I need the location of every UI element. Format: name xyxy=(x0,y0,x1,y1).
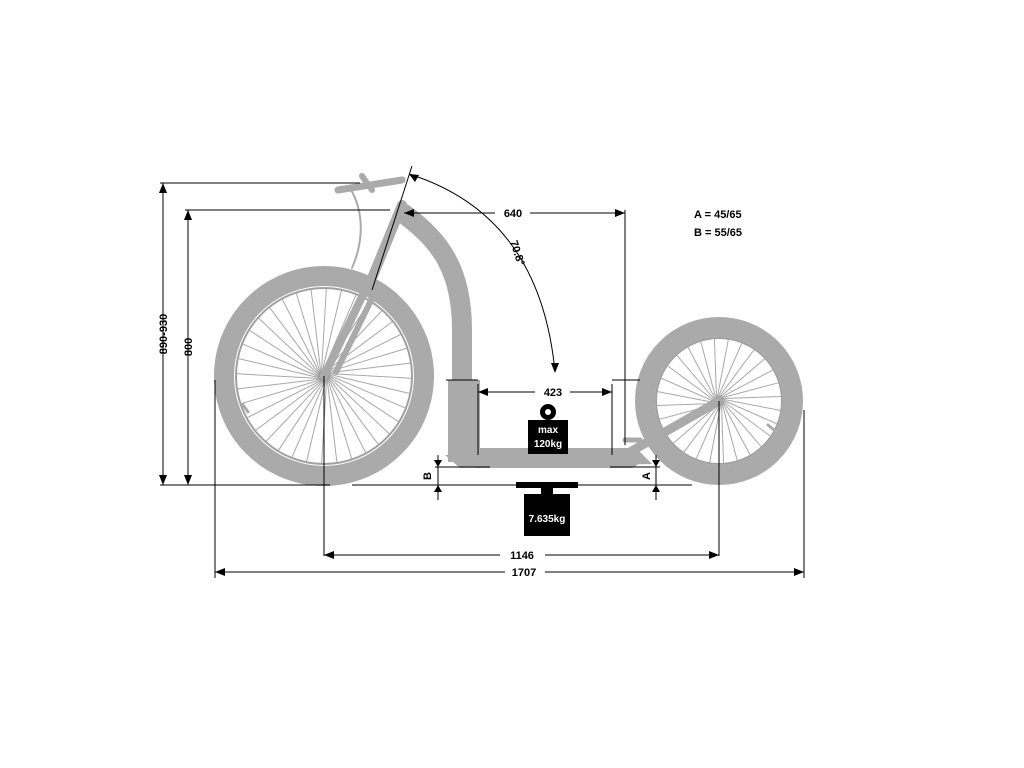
max-load-label-line2: 120kg xyxy=(534,439,562,450)
spoke xyxy=(295,293,321,373)
clearance-legend: A = 45/65 B = 55/65 xyxy=(694,209,742,239)
spoke xyxy=(720,369,773,398)
scooter-silhouette xyxy=(214,173,803,486)
spoke xyxy=(673,404,719,444)
spoke xyxy=(328,374,406,409)
spoke xyxy=(247,379,322,418)
head-angle-label: 70.8° xyxy=(507,239,526,267)
scooter-weight-icon: 7.635kg xyxy=(516,482,578,536)
spoke xyxy=(241,379,321,405)
spoke xyxy=(327,378,366,453)
dimension-labels: 1707 1146 640 423 890-930 800 70.8° B A xyxy=(158,208,653,579)
spoke xyxy=(255,380,323,431)
legend-b-line: B = 55/65 xyxy=(694,227,742,239)
spoke xyxy=(328,375,399,422)
spoke xyxy=(306,380,327,462)
spoke xyxy=(269,307,320,375)
spoke xyxy=(719,358,765,398)
legend-a-line: A = 45/65 xyxy=(694,209,742,221)
spoke xyxy=(716,339,729,398)
spoke xyxy=(238,358,320,379)
spoke xyxy=(242,343,320,378)
spoke xyxy=(661,377,716,403)
spoke xyxy=(722,398,781,411)
spoke xyxy=(722,399,777,425)
spoke xyxy=(328,377,379,445)
wheelbase-label: 1146 xyxy=(510,550,534,562)
spoke xyxy=(695,404,721,459)
spoke xyxy=(713,339,718,398)
spoke xyxy=(237,378,321,390)
spoke xyxy=(328,373,410,394)
spoke xyxy=(676,355,716,401)
spoke xyxy=(326,379,338,463)
stem-height-label: 800 xyxy=(183,338,195,356)
dimension-lines xyxy=(159,165,805,578)
spoke xyxy=(249,330,320,377)
spoke xyxy=(683,404,720,453)
spoke xyxy=(310,289,322,373)
max-load-weight-icon: max 120kg xyxy=(528,404,568,454)
deck-clearance-b-label: B xyxy=(422,472,434,480)
spoke xyxy=(700,341,717,399)
spoke xyxy=(328,376,390,435)
spoke xyxy=(328,373,411,379)
spoke xyxy=(687,347,716,400)
spoke xyxy=(321,290,342,372)
handlebar-reach-label: 640 xyxy=(504,208,522,220)
deck-length-label: 423 xyxy=(544,387,562,399)
spoke xyxy=(237,373,320,379)
spoke xyxy=(327,362,411,374)
handlebar-height-label: 890-930 xyxy=(158,314,170,354)
spoke xyxy=(291,380,326,458)
scooter-frame xyxy=(241,173,776,468)
spoke xyxy=(717,343,743,398)
spoke xyxy=(718,349,755,398)
spoke xyxy=(282,299,321,374)
overall-length-label: 1707 xyxy=(512,567,536,579)
spoke xyxy=(720,404,725,463)
deck-clearance-a-label: A xyxy=(641,472,653,480)
spoke xyxy=(258,317,320,376)
spoke xyxy=(721,382,779,399)
spoke xyxy=(722,402,751,455)
spoke xyxy=(327,379,353,459)
spoke xyxy=(722,400,771,437)
spoke xyxy=(321,289,327,372)
spoke xyxy=(325,321,393,372)
max-load-label-line1: max xyxy=(538,425,558,436)
spoke xyxy=(265,380,324,442)
spoke xyxy=(657,391,716,404)
spoke xyxy=(667,365,716,402)
spoke xyxy=(722,395,781,400)
spoke xyxy=(721,403,738,461)
spoke xyxy=(722,401,762,447)
spoke xyxy=(278,380,325,451)
scooter-weight-label: 7.635kg xyxy=(529,514,566,525)
